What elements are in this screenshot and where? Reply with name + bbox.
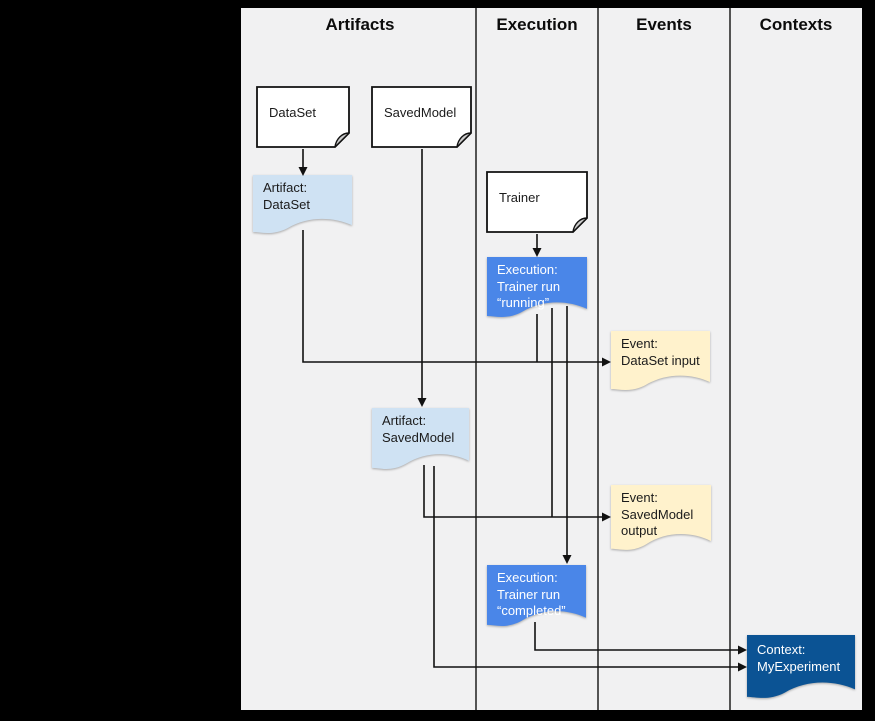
- document-shape: [253, 175, 352, 234]
- document-shape: [372, 408, 469, 469]
- node-label: DataSet input: [621, 352, 700, 368]
- node-trainer: Trainer: [486, 171, 588, 233]
- node-label: DataSet: [263, 196, 310, 212]
- node-label: MyExperiment: [757, 658, 841, 674]
- node-dataset: DataSet: [256, 86, 350, 148]
- column-header-events: Events: [636, 15, 692, 34]
- folded-note-shape: [256, 86, 350, 148]
- node-label: “running”: [497, 295, 550, 310]
- node-artifact-dataset: Artifact: DataSet: [253, 175, 352, 234]
- node-label: Context:: [757, 642, 806, 657]
- node-artifact-savedmodel: Artifact: SavedModel: [372, 408, 469, 470]
- node-label: Artifact:: [263, 180, 308, 195]
- node-savedmodel: SavedModel: [371, 86, 472, 148]
- node-event-savedmodel-output: Event: SavedModel output: [611, 485, 711, 551]
- document-shape: [611, 331, 710, 390]
- node-execution-completed: Execution: Trainer run “completed”: [487, 565, 586, 627]
- document-shape: [747, 635, 855, 698]
- node-label: Trainer run: [497, 586, 561, 602]
- node-label: output: [621, 523, 658, 538]
- node-label: SavedModel: [382, 429, 455, 445]
- node-label: SavedModel: [384, 104, 457, 120]
- column-header-artifacts: Artifacts: [325, 15, 395, 34]
- node-execution-running: Execution: Trainer run “running”: [487, 257, 587, 318]
- node-label: Event:: [621, 490, 658, 505]
- node-context-myexperiment: Context: MyExperiment: [747, 635, 855, 699]
- folded-note-shape: [371, 86, 472, 148]
- column-header-contexts: Contexts: [759, 15, 833, 34]
- folded-note-shape: [486, 171, 588, 233]
- node-label: SavedModel: [621, 506, 694, 522]
- node-label: “completed”: [497, 603, 566, 618]
- node-label: DataSet: [269, 104, 316, 120]
- node-event-dataset-input: Event: DataSet input: [611, 331, 710, 391]
- node-label: Trainer: [499, 189, 540, 205]
- node-label: Execution:: [497, 262, 558, 277]
- node-label: Event:: [621, 336, 658, 351]
- column-header-execution: Execution: [496, 15, 578, 34]
- node-label: Execution:: [497, 570, 558, 585]
- node-label: Artifact:: [382, 413, 427, 428]
- node-label: Trainer run: [497, 278, 561, 294]
